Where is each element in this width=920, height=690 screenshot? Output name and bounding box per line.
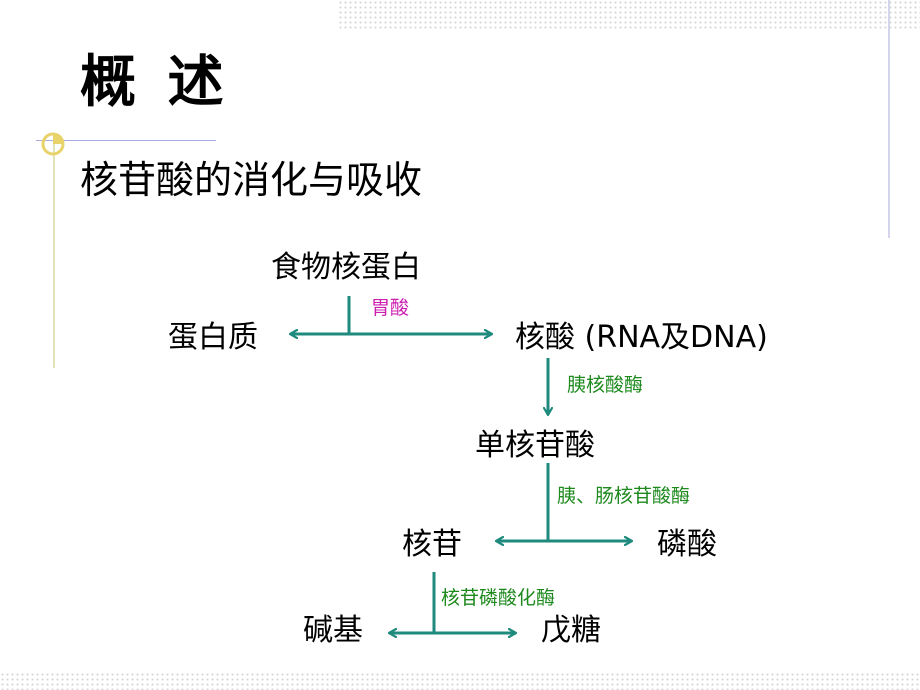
- node-phosphate: 磷酸: [657, 527, 717, 562]
- title-underline: [36, 140, 216, 141]
- label-nucleoside-phosphorylase: 核苷磷酸化酶: [441, 587, 556, 609]
- node-nucleoside: 核苷: [402, 527, 462, 562]
- node-pentose: 戊糖: [541, 613, 601, 648]
- label-pancreatic-nuclease: 胰核酸酶: [567, 374, 644, 396]
- label-gastric-acid: 胃酸: [371, 297, 410, 319]
- node-base: 碱基: [303, 613, 363, 648]
- node-protein: 蛋白质: [168, 320, 258, 355]
- page-title: 概 述: [80, 50, 230, 115]
- node-nucleic-acid: 核酸 (RNA及DNA): [515, 320, 768, 355]
- left-decorative-line: [53, 140, 55, 368]
- node-mononucleotide: 单核苷酸: [475, 428, 595, 463]
- label-nucleotidase: 胰、肠核苷酸酶: [557, 485, 691, 507]
- node-food-nucleoprotein: 食物核蛋白: [271, 250, 421, 285]
- page-subtitle: 核苷酸的消化与吸收: [80, 158, 423, 202]
- dotted-texture-top: [338, 0, 920, 30]
- dotted-texture-bottom: [0, 672, 920, 690]
- bullet-circle-icon: [41, 132, 65, 156]
- right-decorative-line: [888, 0, 890, 238]
